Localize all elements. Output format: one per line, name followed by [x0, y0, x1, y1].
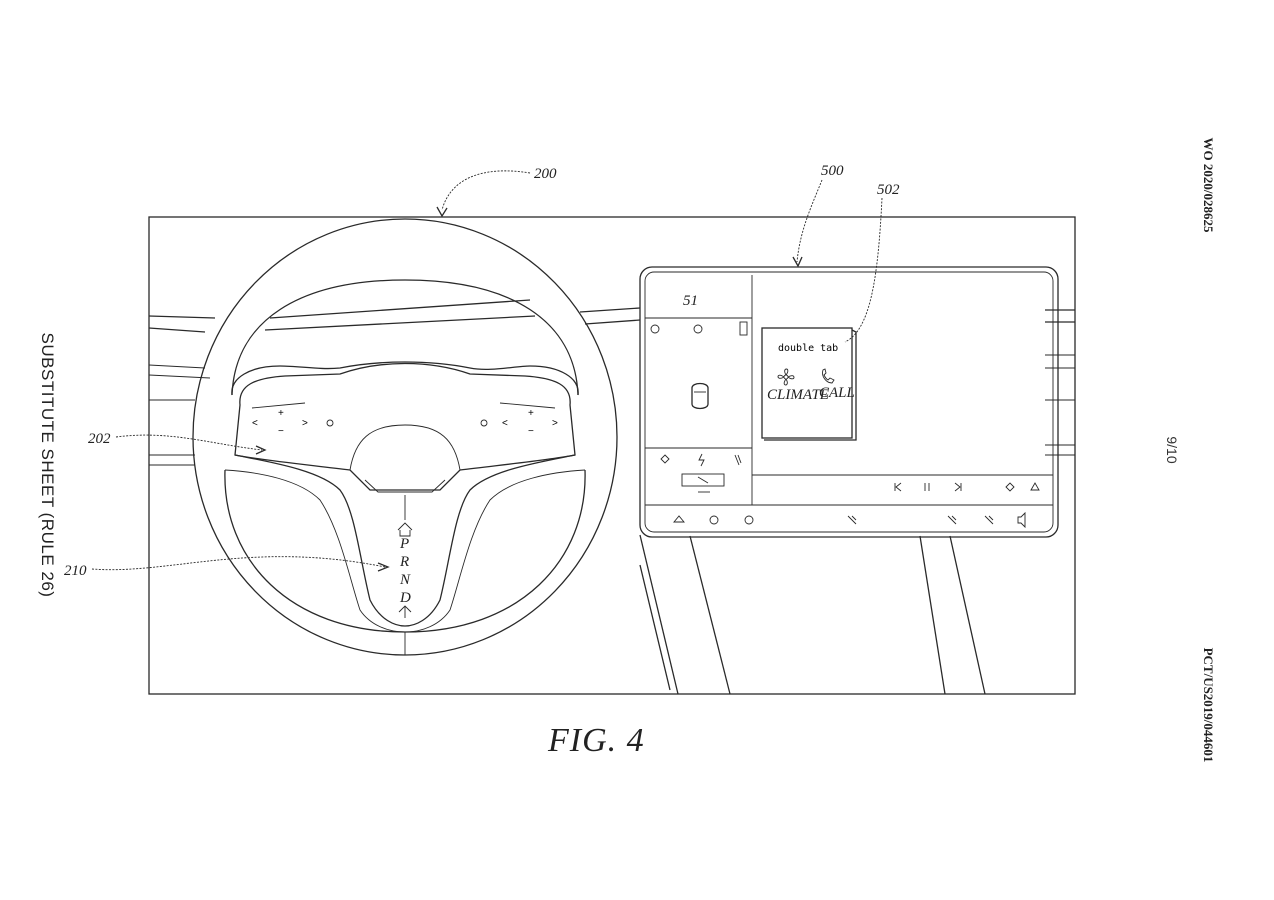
gear-n: N	[399, 572, 411, 588]
page-number: 9/10	[1164, 436, 1180, 464]
car-icon	[691, 382, 709, 410]
application-number: PCT/US2019/044601	[1201, 647, 1216, 763]
gear-p: P	[399, 536, 409, 552]
dock-icon-6	[984, 515, 994, 525]
gear-down-icon	[398, 605, 412, 618]
gear-up-icon	[397, 522, 413, 537]
media-prev-icon	[894, 482, 902, 492]
figure-caption: FIG. 4	[548, 722, 645, 759]
popup-option-call: CALL	[819, 385, 855, 401]
dock-icon-1	[673, 515, 685, 523]
popup-option-climate: CLIMATE	[767, 387, 829, 403]
gear-d: D	[399, 590, 411, 606]
ref-numeral-500: 500	[821, 163, 844, 179]
bolt-icon	[698, 453, 705, 467]
ref-numeral-210: 210	[64, 563, 87, 579]
dock-icon-3	[744, 515, 754, 525]
diamond-icon	[660, 454, 670, 464]
wheel-right-voice-icon	[480, 419, 488, 427]
wheel-left-prev-label: <	[252, 418, 258, 429]
wheel-left-voice-icon	[326, 419, 334, 427]
steering-wheel	[192, 218, 618, 656]
substitute-sheet-label: SUBSTITUTE SHEET (RULE 26)	[38, 332, 57, 598]
publication-number: WO 2020/028625	[1201, 137, 1216, 233]
wiper-icon	[734, 454, 742, 466]
popup-title: double tab	[778, 343, 838, 354]
dock-icon-5	[947, 515, 957, 525]
fan-icon	[777, 368, 795, 386]
media-app-icon-2	[1030, 482, 1040, 491]
climate-slider	[681, 473, 725, 487]
figure-frame	[148, 216, 1076, 695]
dock-icon-4	[847, 515, 857, 525]
media-app-icon-1	[1005, 482, 1015, 492]
wheel-left-minus-label: −	[278, 426, 284, 437]
wheel-right-next-label: >	[552, 418, 558, 429]
wheel-left-plus-label: +	[278, 408, 284, 419]
gear-selector: P R N D	[397, 522, 413, 618]
status-icon-1	[650, 324, 660, 334]
wheel-controls-right: < + > −	[480, 402, 558, 437]
ref-numeral-202: 202	[88, 431, 111, 447]
center-console	[639, 534, 986, 695]
dock-icon-2	[709, 515, 719, 525]
display-screen: 51	[639, 266, 1059, 538]
ref-numeral-502: 502	[877, 182, 900, 198]
status-icon-2	[693, 324, 703, 334]
wheel-right-minus-label: −	[528, 426, 534, 437]
dashboard-lines	[148, 299, 1075, 466]
battery-icon	[739, 321, 748, 336]
media-pause-icon	[924, 483, 930, 491]
speed-readout: 51	[683, 293, 698, 309]
ref-numeral-200: 200	[534, 166, 557, 182]
double-tap-popup: double tab CLIMATE CALL	[761, 327, 857, 441]
phone-icon	[822, 368, 835, 384]
gear-r: R	[399, 554, 409, 570]
wheel-left-next-label: >	[302, 418, 308, 429]
wheel-right-plus-label: +	[528, 408, 534, 419]
leader-lines	[91, 170, 883, 572]
wheel-right-prev-label: <	[502, 418, 508, 429]
media-next-icon	[954, 482, 962, 492]
wheel-controls-left: < + > −	[251, 402, 334, 437]
volume-icon	[1017, 511, 1026, 529]
